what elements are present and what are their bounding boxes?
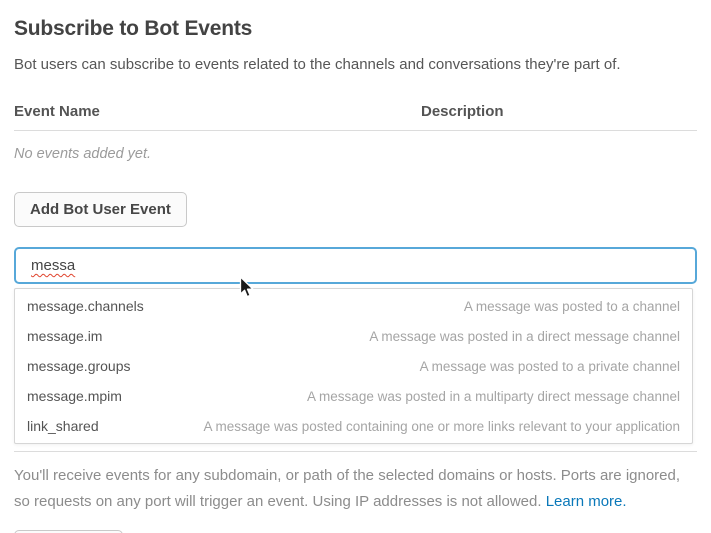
suggestion-message-groups[interactable]: message.groups A message was posted to a… <box>15 351 692 381</box>
page-title: Subscribe to Bot Events <box>14 17 253 40</box>
page-subtitle: Bot users can subscribe to events relate… <box>14 56 621 73</box>
event-search-input[interactable]: messa <box>14 247 697 284</box>
suggestion-description: A message was posted to a private channe… <box>419 358 680 374</box>
suggestion-name: message.channels <box>27 298 144 314</box>
suggestion-message-im[interactable]: message.im A message was posted in a dir… <box>15 321 692 351</box>
suggestion-name: message.groups <box>27 358 131 374</box>
column-header-event-name: Event Name <box>14 103 100 120</box>
suggestion-description: A message was posted containing one or m… <box>203 418 680 434</box>
suggestion-name: message.im <box>27 328 103 344</box>
column-header-description: Description <box>421 103 504 120</box>
suggestion-description: A message was posted to a channel <box>463 298 680 314</box>
help-text: You'll receive events for any subdomain,… <box>14 467 681 510</box>
subscribe-bot-events-page: Subscribe to Bot Events Bot users can su… <box>0 16 711 533</box>
domains-help-text: You'll receive events for any subdomain,… <box>14 463 686 515</box>
events-table-header: Event Name Description <box>14 103 697 121</box>
suggestion-description: A message was posted in a direct message… <box>369 328 680 344</box>
empty-state-message: No events added yet. <box>14 146 152 162</box>
suggestion-message-channels[interactable]: message.channels A message was posted to… <box>15 291 692 321</box>
section-divider <box>14 451 697 452</box>
table-header-divider <box>14 130 697 131</box>
suggestion-description: A message was posted in a multiparty dir… <box>307 388 680 404</box>
suggestion-link-shared[interactable]: link_shared A message was posted contain… <box>15 411 692 441</box>
event-search-typed-text: messa <box>31 257 76 274</box>
add-bot-user-event-button[interactable]: Add Bot User Event <box>14 192 187 227</box>
suggestion-name: message.mpim <box>27 388 122 404</box>
event-suggestions-dropdown: message.channels A message was posted to… <box>14 288 693 444</box>
suggestion-name: link_shared <box>27 418 99 434</box>
learn-more-link[interactable]: Learn more. <box>545 493 627 510</box>
suggestion-message-mpim[interactable]: message.mpim A message was posted in a m… <box>15 381 692 411</box>
